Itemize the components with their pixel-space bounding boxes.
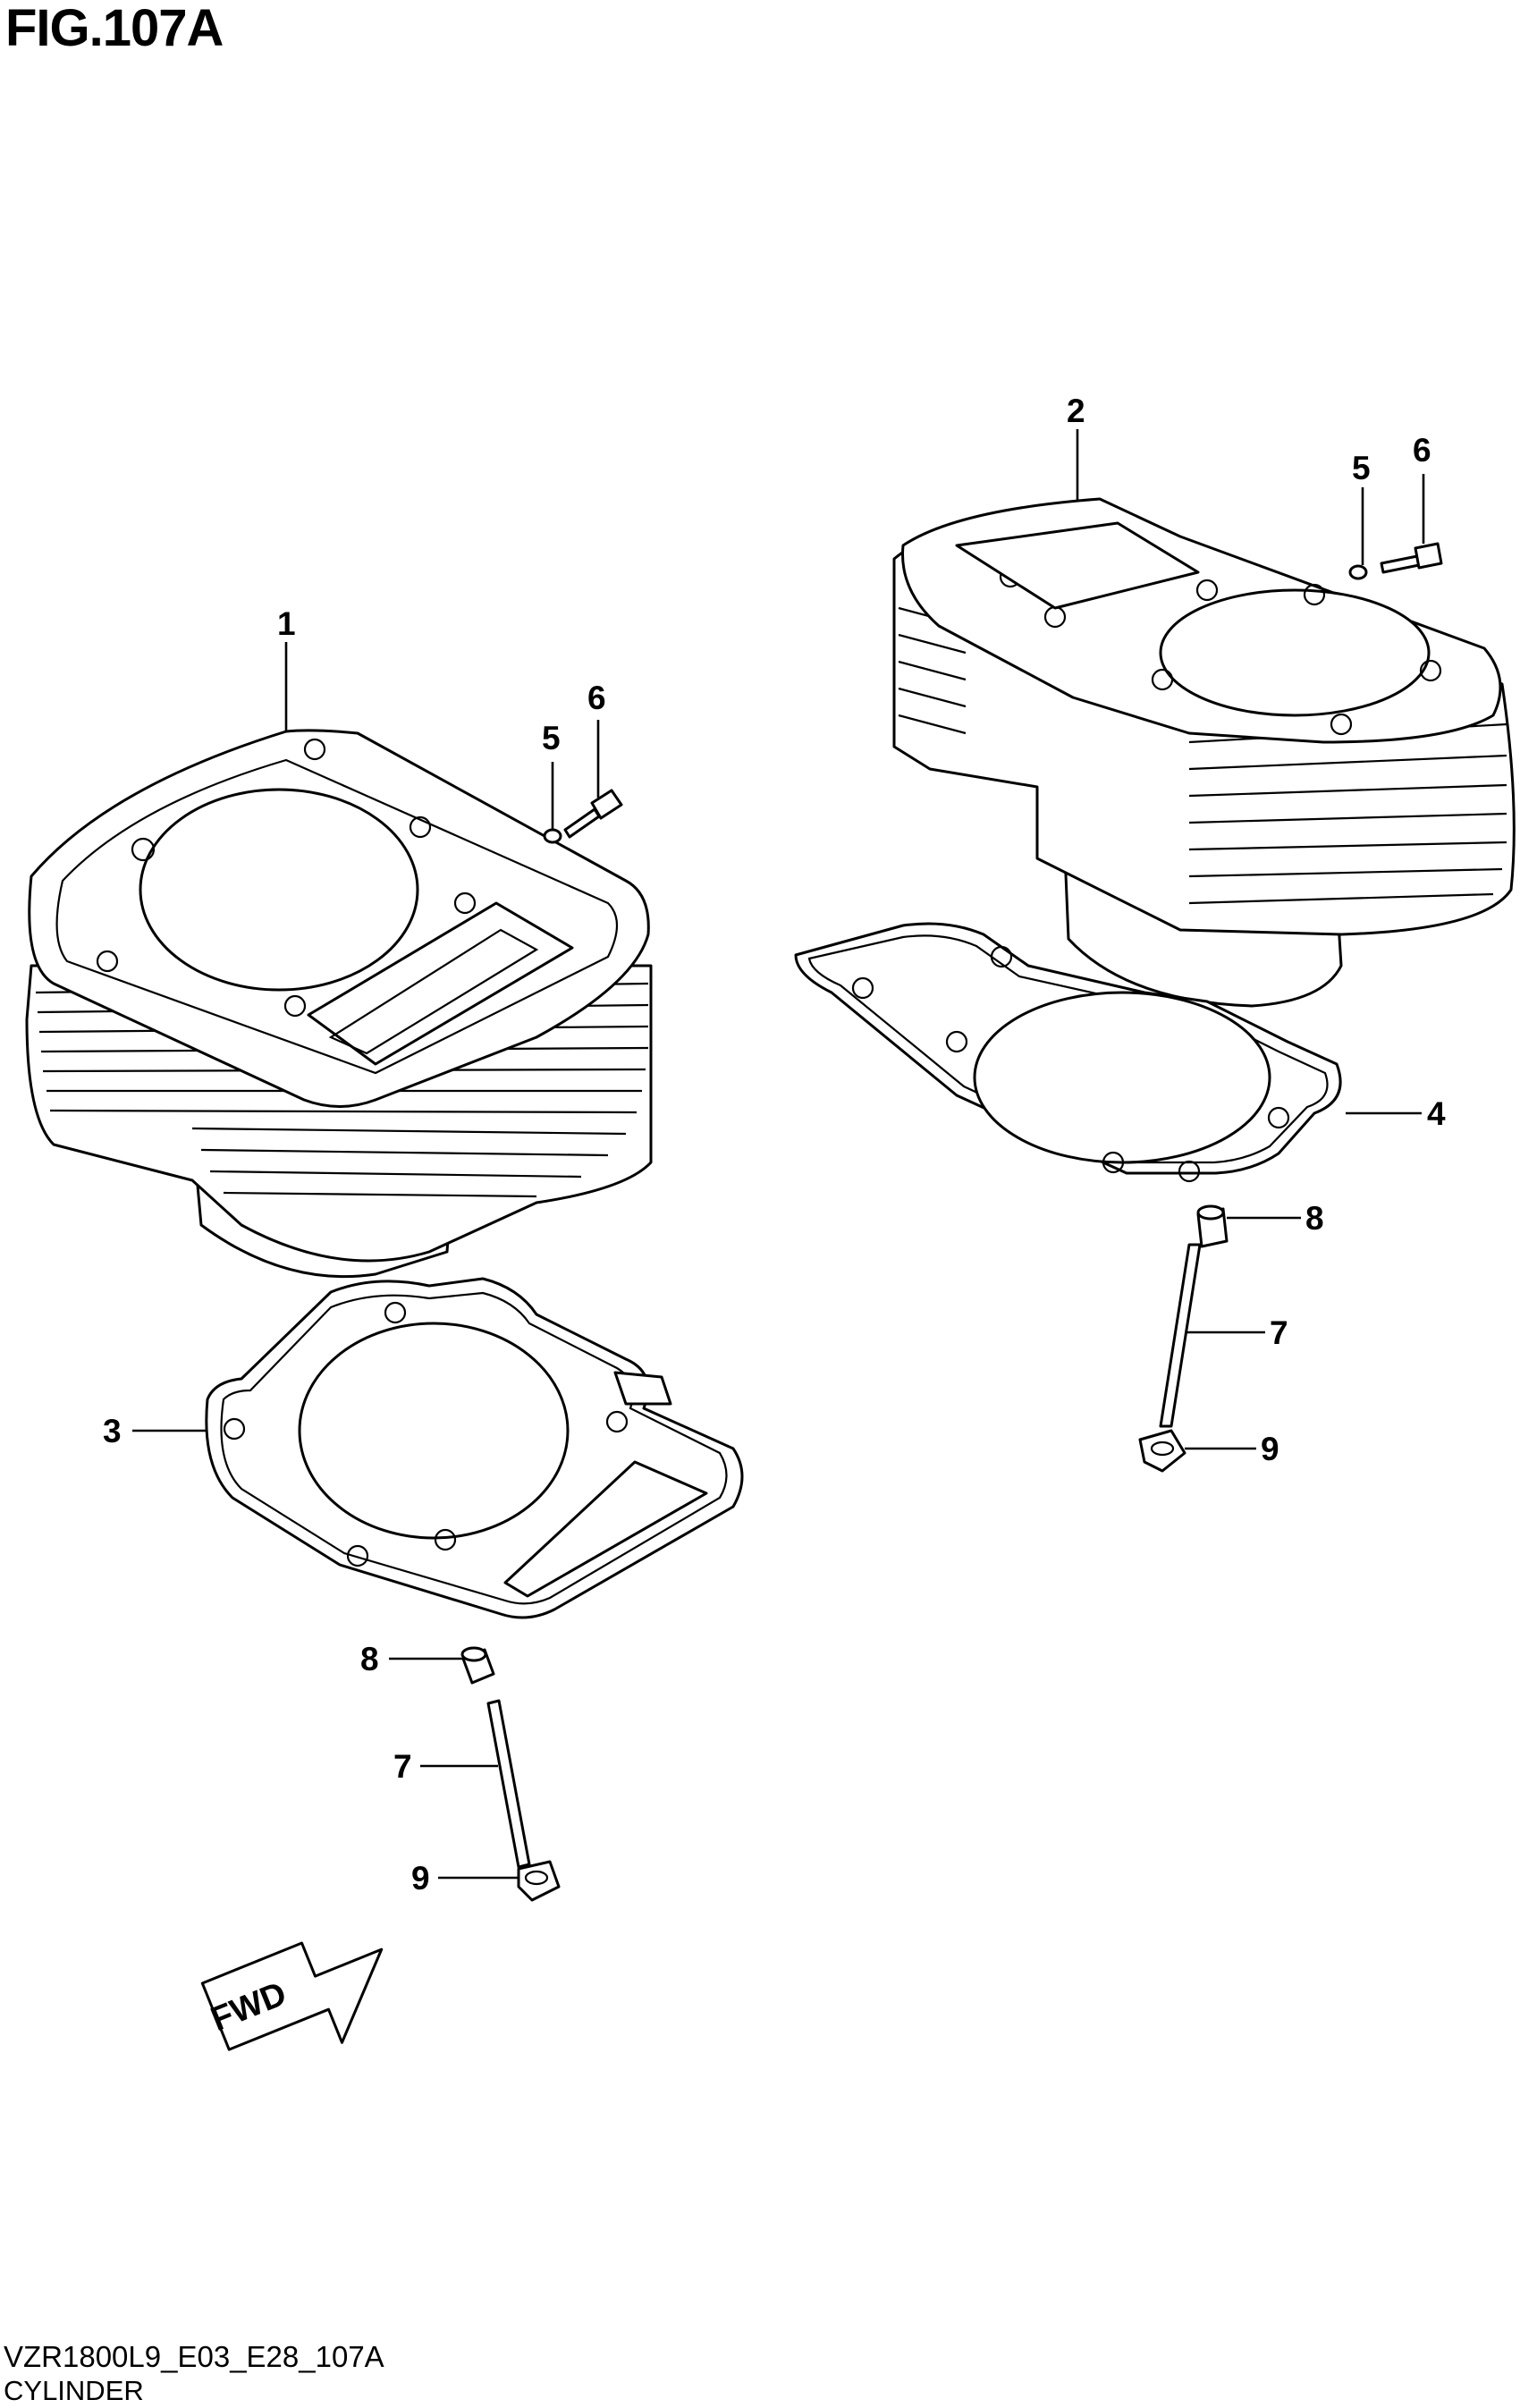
callout-5: 5 (1352, 450, 1371, 486)
rear-stud[interactable] (1159, 1243, 1202, 1428)
rear-washer[interactable] (1348, 564, 1368, 580)
callout-7: 7 (1270, 1314, 1288, 1351)
rear-cylinder[interactable] (892, 497, 1516, 1008)
callout-9: 9 (1261, 1431, 1279, 1467)
front-cylinder[interactable] (25, 729, 653, 1279)
callout-numbers: 1 2 3 4 5 5 6 6 7 7 8 8 9 9 (103, 393, 1446, 1897)
rear-gasket[interactable] (794, 922, 1342, 1183)
front-dowel[interactable] (460, 1646, 495, 1685)
callout-2: 2 (1067, 393, 1085, 429)
callout-6: 6 (1413, 432, 1431, 469)
callout-9: 9 (411, 1860, 430, 1897)
front-bolt[interactable] (563, 789, 623, 839)
callout-1: 1 (277, 605, 296, 642)
rear-nut[interactable] (1138, 1429, 1186, 1473)
callout-5: 5 (542, 720, 561, 756)
front-nut[interactable] (517, 1860, 561, 1902)
callout-4: 4 (1427, 1095, 1446, 1132)
fwd-arrow: FWD (200, 1941, 384, 2051)
callout-3: 3 (103, 1413, 122, 1449)
leader-lines (132, 429, 1425, 1880)
front-gasket[interactable] (205, 1277, 744, 1619)
callout-7: 7 (393, 1748, 412, 1785)
callout-8: 8 (1305, 1200, 1324, 1237)
rear-dowel[interactable] (1196, 1204, 1229, 1248)
front-washer[interactable] (543, 828, 562, 844)
drawing-code: VZR1800L9_E03_E28_107A (4, 2340, 384, 2373)
callout-8: 8 (360, 1641, 379, 1677)
figure-caption: CYLINDER (4, 2375, 144, 2406)
rear-bolt[interactable] (1380, 542, 1443, 574)
front-stud[interactable] (486, 1699, 531, 1869)
callout-6: 6 (587, 680, 606, 716)
figure-title: FIG.107A (5, 0, 224, 57)
